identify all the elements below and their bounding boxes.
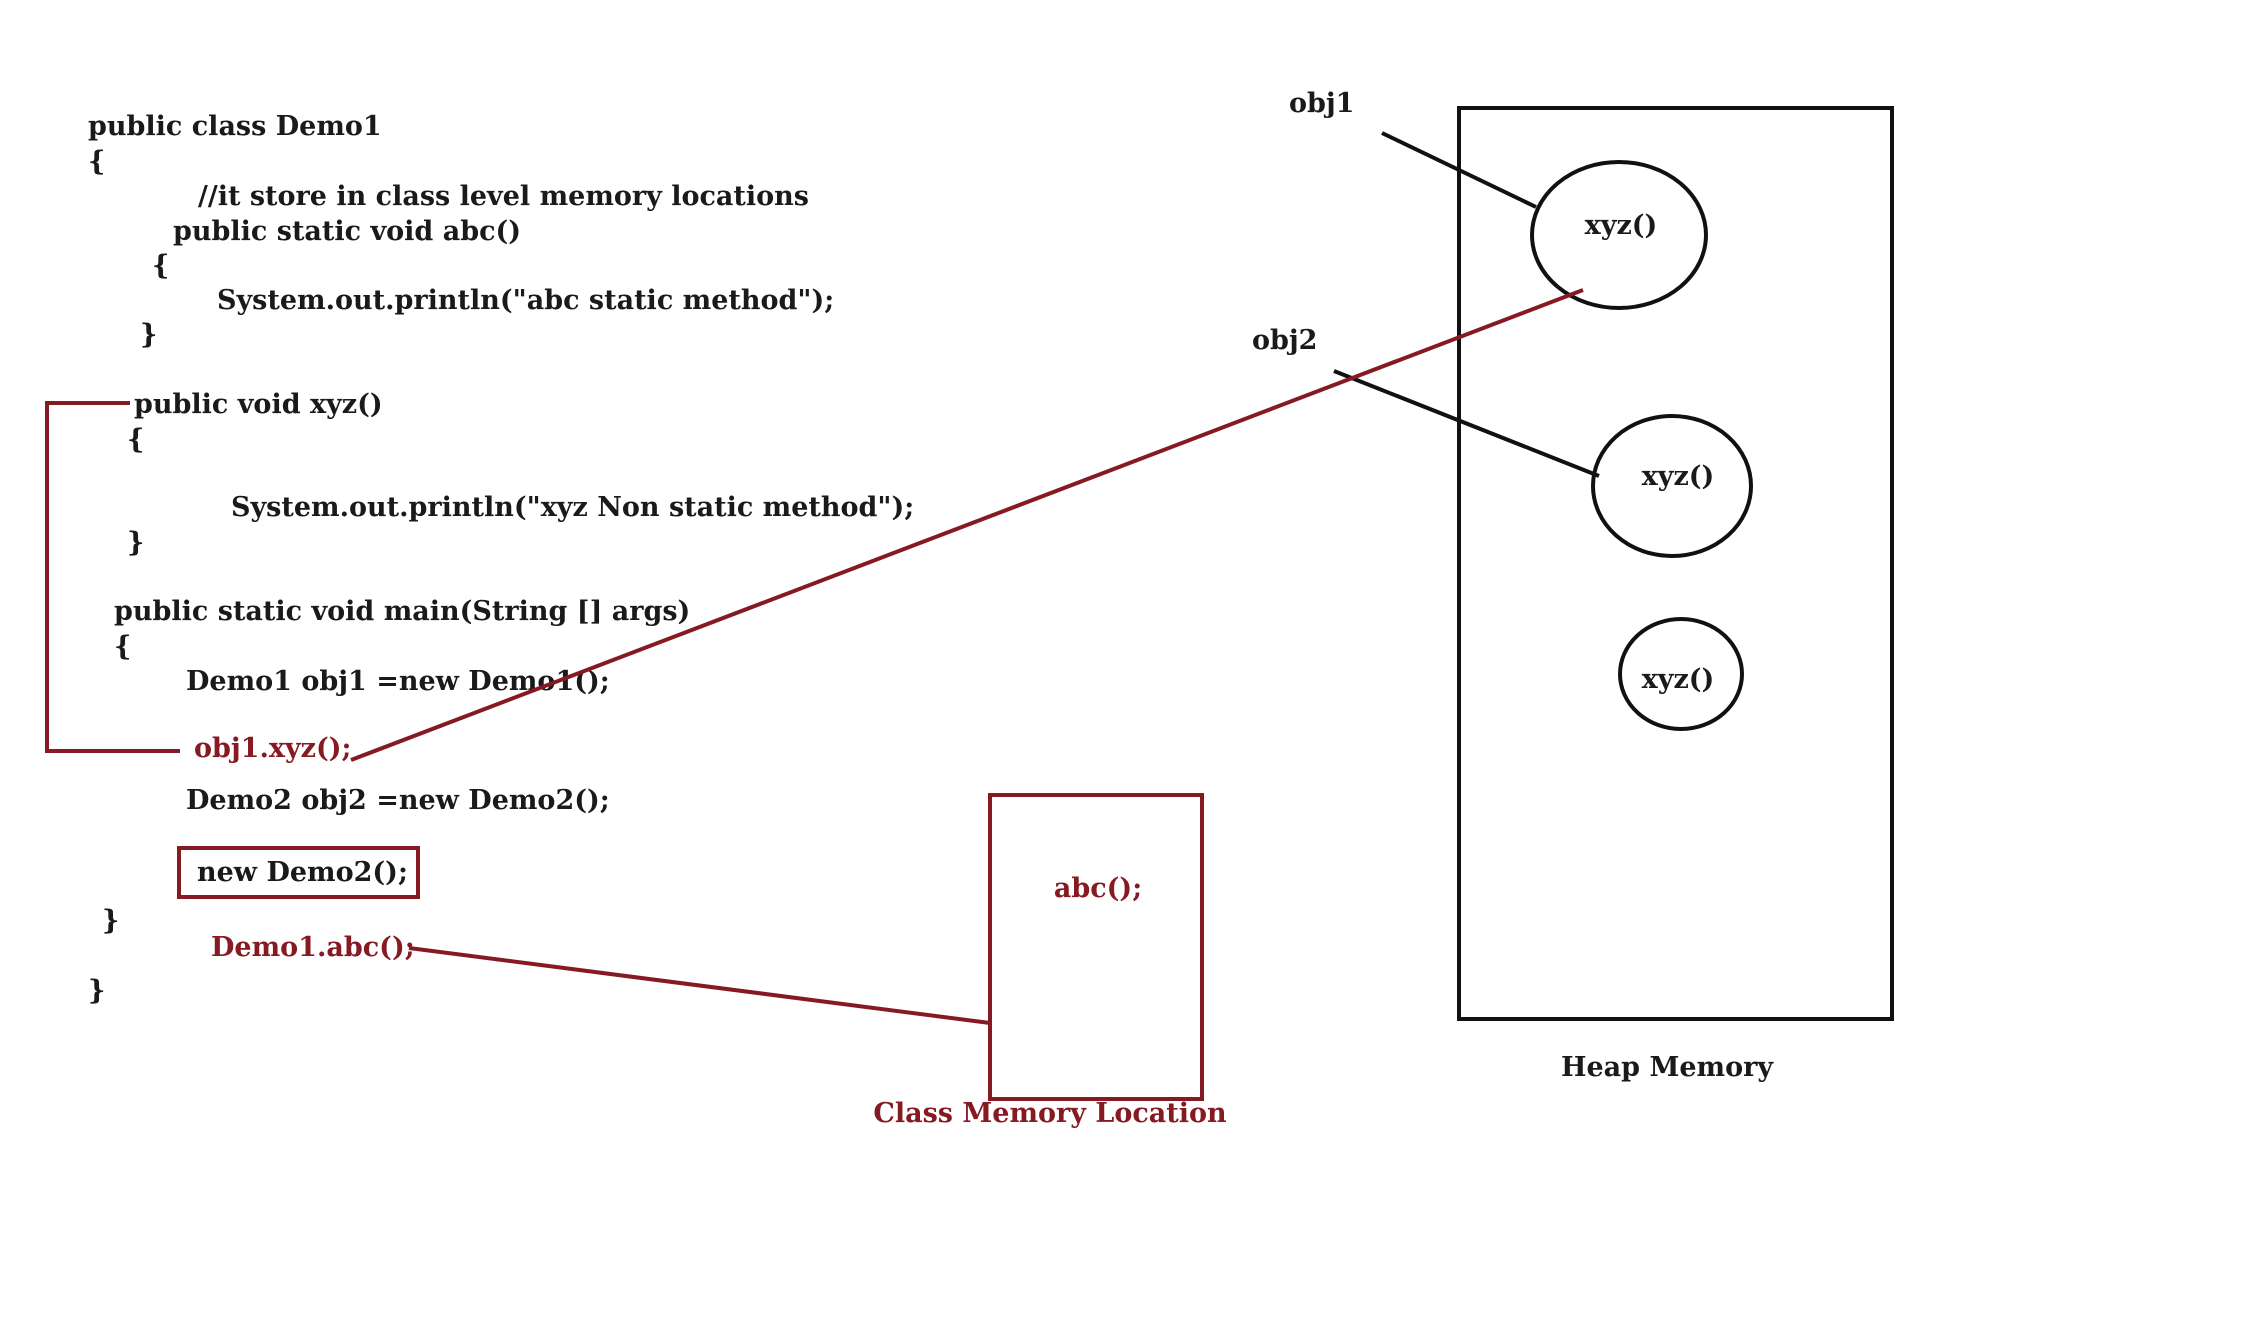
obj1-pointer-arrow [1381, 131, 1537, 209]
xyz-print-statement: System.out.println("xyz Non static metho… [231, 492, 914, 523]
class-close-brace: } [88, 975, 105, 1006]
obj1-creation: Demo1 obj1 =new Demo1(); [186, 666, 610, 697]
obj2-reference-label: obj2 [1252, 325, 1317, 356]
class-memory-box [988, 793, 1204, 1101]
obj1-reference-label: obj1 [1289, 88, 1354, 119]
new-demo2-box [177, 846, 420, 899]
heap-object-1-label: xyz() [1585, 210, 1658, 241]
obj2-creation: Demo2 obj2 =new Demo2(); [186, 785, 610, 816]
obj1-method-call: obj1.xyz(); [194, 733, 351, 764]
heap-object-3 [1618, 617, 1744, 731]
static-comment: //it store in class level memory locatio… [198, 181, 809, 212]
class-memory-label: Class Memory Location [873, 1098, 1227, 1129]
heap-object-2-label: xyz() [1642, 461, 1715, 492]
abc-method-declaration: public static void abc() [173, 216, 521, 247]
xyz-open-brace: { [127, 424, 144, 455]
heap-object-1 [1530, 160, 1708, 310]
static-call-connector [408, 946, 991, 1025]
main-method-declaration: public static void main(String [] args) [114, 596, 690, 627]
static-method-call: Demo1.abc(); [211, 932, 415, 963]
method-link-bracket [45, 401, 180, 753]
main-close-brace: } [102, 905, 119, 936]
new-demo2-statement: new Demo2(); [197, 857, 408, 888]
heap-object-3-label: xyz() [1642, 664, 1715, 695]
xyz-close-brace: } [127, 527, 144, 558]
obj1-call-connector [350, 288, 1584, 762]
main-open-brace: { [114, 631, 131, 662]
xyz-method-declaration: public void xyz() [134, 389, 383, 420]
heap-memory-label: Heap Memory [1561, 1052, 1774, 1083]
heap-object-2 [1591, 414, 1753, 558]
abc-close-brace: } [140, 319, 157, 350]
heap-memory: xyz() xyz() xyz() Heap Memory [1457, 106, 1894, 1083]
class-memory-content: abc(); [1054, 873, 1142, 904]
code-listing: public class Demo1 { //it store in class… [88, 111, 914, 1006]
class-declaration: public class Demo1 [88, 111, 382, 142]
class-open-brace: { [88, 146, 105, 177]
obj2-pointer-arrow [1333, 369, 1600, 478]
heap-memory-box [1457, 106, 1894, 1021]
abc-open-brace: { [152, 250, 169, 281]
abc-print-statement: System.out.println("abc static method"); [217, 285, 834, 316]
class-memory: abc(); Class Memory Location [873, 793, 1227, 1129]
